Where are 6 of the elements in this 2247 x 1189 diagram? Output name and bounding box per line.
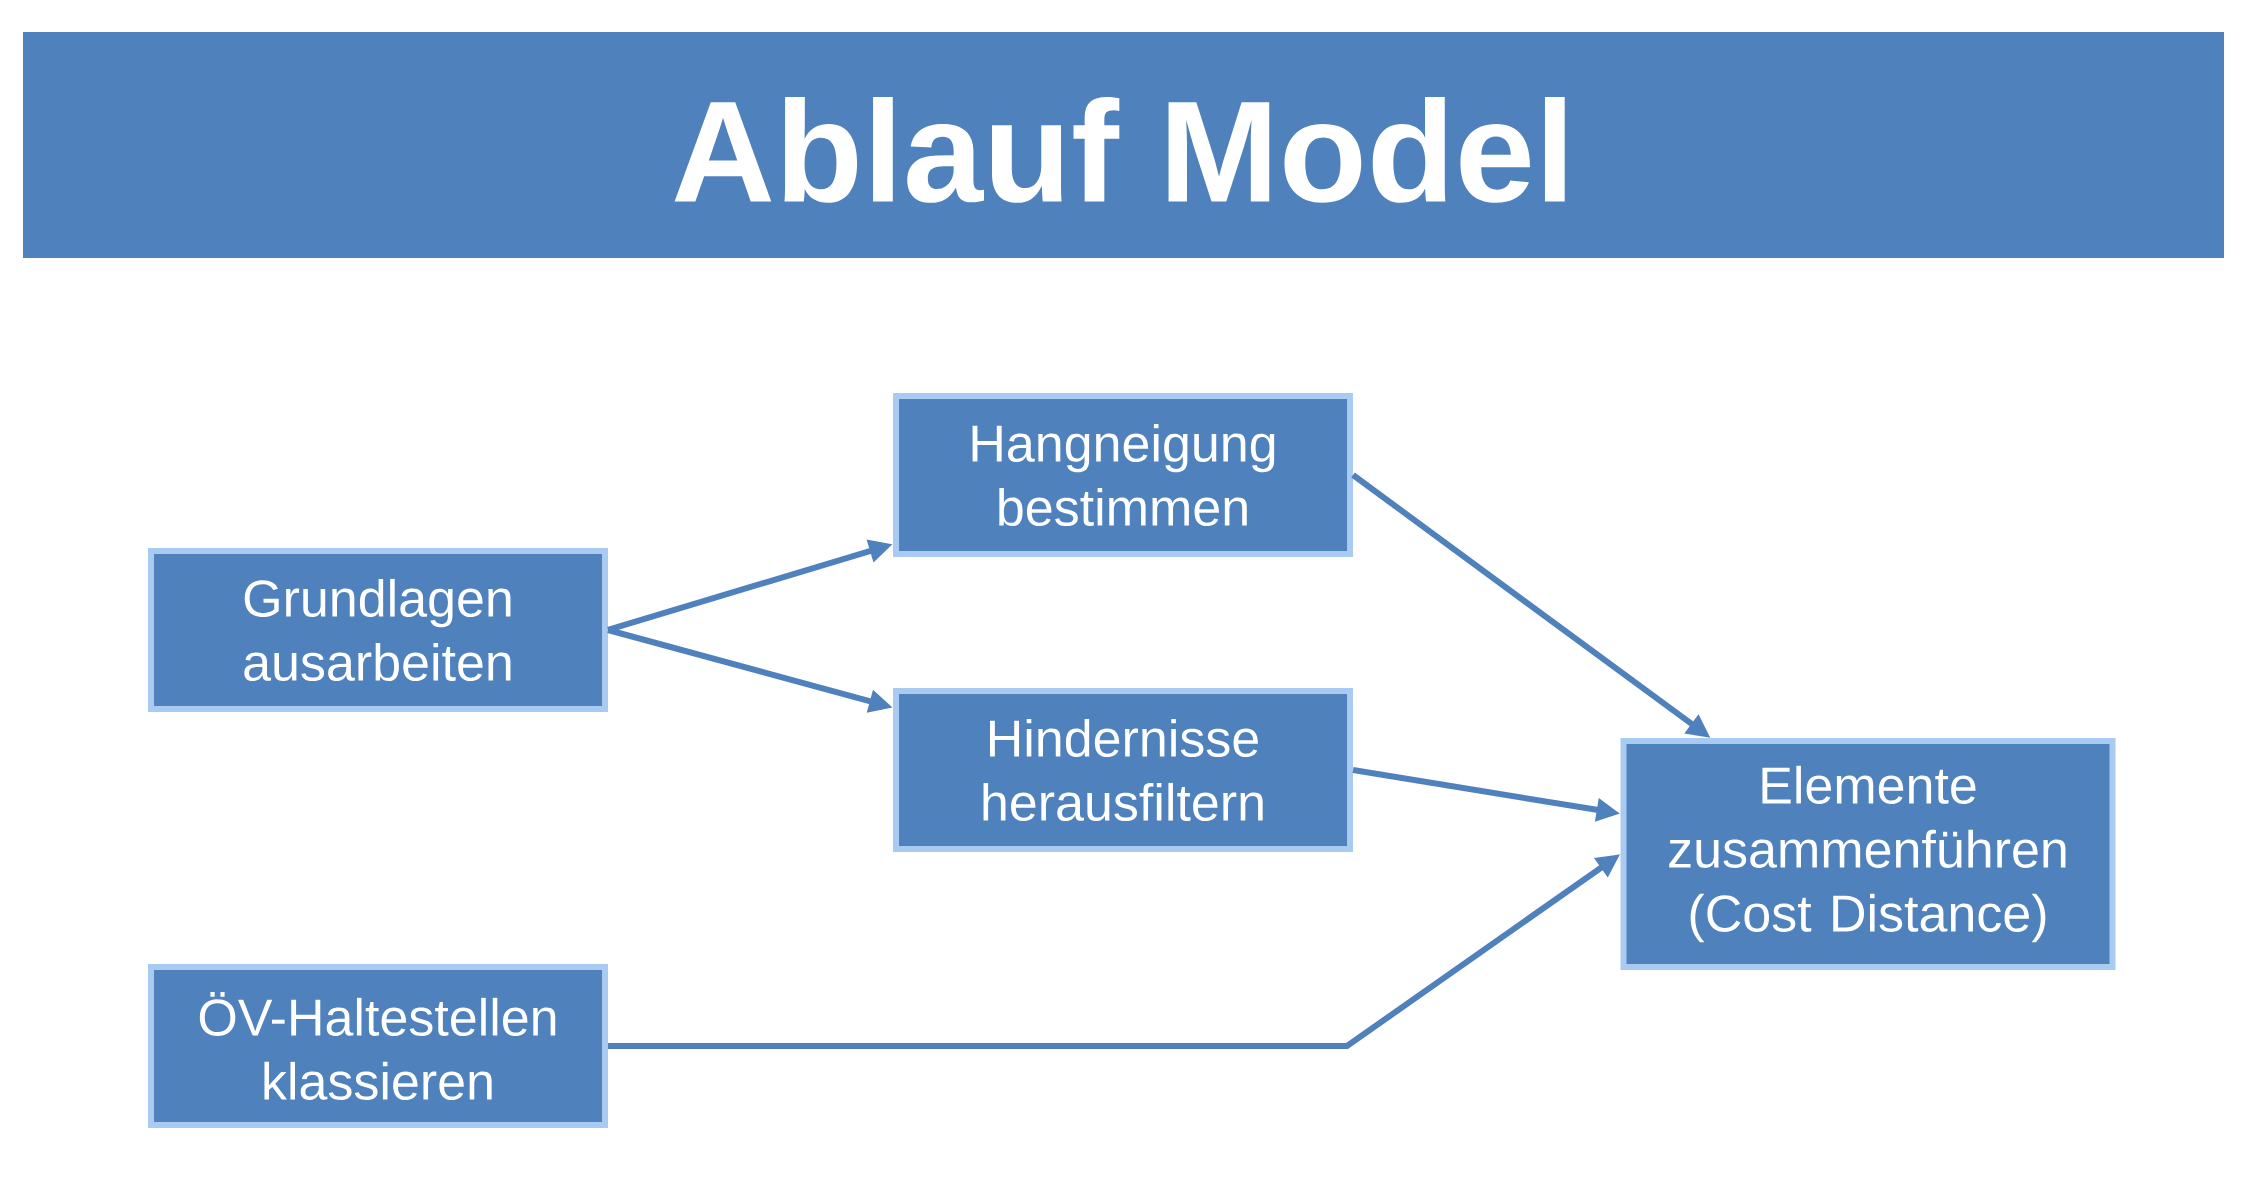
title-banner: Ablauf Model (23, 32, 2225, 258)
process-box: Hindernisse herausfiltern (893, 688, 1353, 852)
process-box: Hangneigung bestimmen (893, 393, 1353, 557)
process-box: Elemente zusammenführen (Cost Distance) (1620, 738, 2116, 970)
process-box: Grundlagen ausarbeiten (148, 548, 608, 712)
process-box: ÖV-Haltestellen klassieren (148, 964, 608, 1128)
